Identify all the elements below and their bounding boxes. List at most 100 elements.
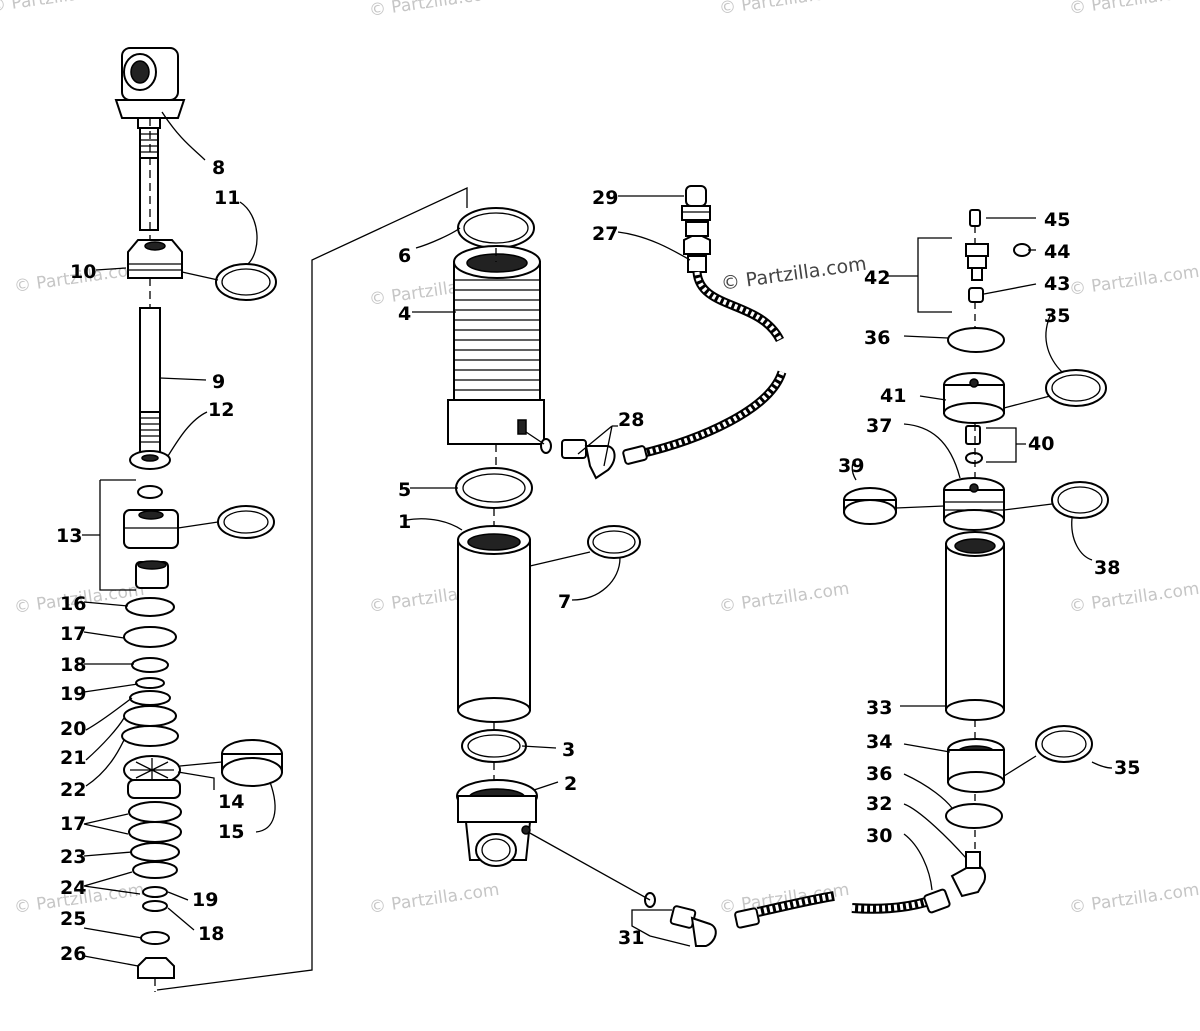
callout-15: 15 (218, 821, 244, 843)
callout-41: 41 (880, 385, 906, 407)
reservoir-end-cap-part (947, 738, 1005, 793)
callout-45: 45 (1044, 209, 1070, 231)
callout-19: 19 (60, 683, 86, 705)
piston-part (123, 755, 181, 799)
floating-piston-part (943, 477, 1005, 531)
lower-eyelet-part (456, 779, 538, 867)
watermark: © Partzilla.com (1068, 262, 1200, 300)
callout-18: 18 (198, 923, 224, 945)
callout-35: 35 (1114, 757, 1140, 779)
eyelet-part (114, 47, 186, 129)
callout-12: 12 (208, 399, 234, 421)
callout-11: 11 (214, 187, 240, 209)
clip-part (221, 739, 283, 787)
callout-38: 38 (1094, 557, 1120, 579)
callout-40: 40 (1028, 433, 1054, 455)
washer-part (965, 452, 983, 464)
threaded-collar-part (447, 245, 545, 445)
shim-stack-part (121, 597, 179, 747)
callout-30: 30 (866, 825, 892, 847)
valve-core-part (968, 287, 984, 303)
watermark: © Partzilla.com (1068, 880, 1200, 918)
callout-44: 44 (1044, 241, 1070, 263)
left-shaft-assembly (114, 47, 468, 992)
callout-10: 10 (70, 261, 96, 283)
reservoir-elbow-part (950, 864, 986, 898)
seal-part (137, 485, 163, 499)
callout-6: 6 (398, 245, 411, 267)
o-ring-part (457, 207, 535, 249)
callout-9: 9 (212, 371, 225, 393)
callout-36: 36 (866, 763, 892, 785)
snap-ring-part (947, 327, 1005, 353)
callout-14: 14 (218, 791, 244, 813)
callout-16: 16 (60, 593, 86, 615)
callout-35: 35 (1044, 305, 1070, 327)
lock-nut-part (137, 957, 175, 979)
callout-36: 36 (864, 327, 890, 349)
callout-labels: 8 11 10 9 12 13 16 17 18 19 20 21 22 14 … (56, 157, 1140, 965)
o-ring-part (1045, 369, 1107, 407)
bolt-part (965, 425, 981, 445)
hose-fittings-assembly (525, 185, 986, 947)
callout-39: 39 (838, 455, 864, 477)
watermark: © Partzilla.com (720, 253, 868, 295)
snap-ring-part (945, 803, 1003, 829)
hose-nut-part (923, 888, 951, 914)
callout-17: 17 (60, 813, 86, 835)
callout-43: 43 (1044, 273, 1070, 295)
lower-elbow-fitting-part (644, 892, 760, 947)
piston-shaft-part (139, 307, 161, 453)
watermark: © Partzilla.com (1068, 579, 1200, 617)
callout-27: 27 (592, 223, 618, 245)
o-ring-part (1035, 725, 1093, 763)
valve-cap-part (681, 185, 711, 221)
middle-body-assembly (447, 207, 641, 867)
bushing-part (135, 560, 169, 589)
o-ring-part (1013, 243, 1031, 257)
callout-3: 3 (562, 739, 575, 761)
callout-32: 32 (866, 793, 892, 815)
reservoir-body-part (945, 531, 1005, 721)
callout-7: 7 (558, 591, 571, 613)
callout-17: 17 (60, 623, 86, 645)
o-ring-part (1051, 481, 1109, 519)
callout-28: 28 (618, 409, 644, 431)
callout-13: 13 (56, 525, 82, 547)
watermark: © Partzilla.com (368, 880, 501, 918)
callout-31: 31 (618, 927, 644, 949)
o-ring-part (215, 263, 277, 301)
watermark: © Partzilla.com (718, 579, 851, 617)
washer-part (140, 931, 170, 945)
callout-23: 23 (60, 846, 86, 868)
cylinder-body-part (457, 525, 531, 723)
callout-19: 19 (192, 889, 218, 911)
callout-1: 1 (398, 511, 411, 533)
callout-21: 21 (60, 747, 86, 769)
reservoir-assembly (843, 209, 1109, 852)
lower-shim-stack-part (128, 801, 182, 912)
top-nut-part (127, 239, 183, 279)
elbow-fitting-part (540, 438, 616, 480)
callout-26: 26 (60, 943, 86, 965)
callout-22: 22 (60, 779, 86, 801)
band-clip-part (843, 487, 897, 525)
bleed-screw-part (969, 209, 981, 227)
callout-25: 25 (60, 908, 86, 930)
reservoir-cap-part (943, 372, 1005, 424)
callout-18: 18 (60, 654, 86, 676)
callout-8: 8 (212, 157, 225, 179)
watermark: © Partzilla.com (1068, 0, 1200, 19)
watermark: © Partzilla.com (368, 0, 501, 21)
valve-stem-part (683, 221, 711, 273)
reservoir-valve-part (965, 243, 989, 281)
callout-20: 20 (60, 718, 86, 740)
watermark: © Partzilla.com (0, 0, 121, 17)
callout-29: 29 (592, 187, 618, 209)
seal-head-part (123, 509, 179, 549)
callout-5: 5 (398, 479, 411, 501)
callout-24: 24 (60, 877, 86, 899)
shaft-stub-part (139, 127, 159, 231)
watermark: © Partzilla.com (718, 0, 851, 19)
callout-34: 34 (866, 731, 892, 753)
